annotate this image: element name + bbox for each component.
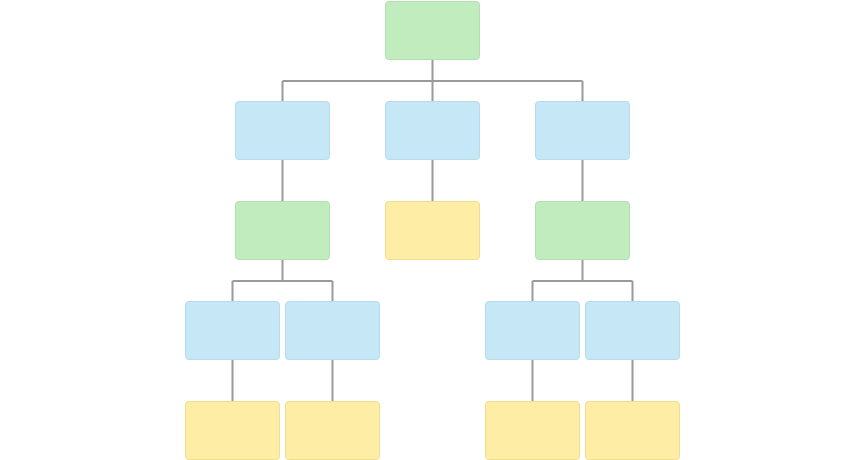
node-l2-left[interactable] bbox=[235, 201, 330, 260]
node-l3-2[interactable] bbox=[285, 301, 380, 360]
node-l2-right[interactable] bbox=[535, 201, 630, 260]
node-l2-middle[interactable] bbox=[385, 201, 480, 260]
node-l1-middle[interactable] bbox=[385, 101, 480, 160]
node-l3-3[interactable] bbox=[485, 301, 580, 360]
node-l4-3[interactable] bbox=[485, 401, 580, 460]
node-l3-1[interactable] bbox=[185, 301, 280, 360]
node-l1-right[interactable] bbox=[535, 101, 630, 160]
node-l1-left[interactable] bbox=[235, 101, 330, 160]
node-l3-4[interactable] bbox=[585, 301, 680, 360]
node-l4-2[interactable] bbox=[285, 401, 380, 460]
node-l4-1[interactable] bbox=[185, 401, 280, 460]
node-root[interactable] bbox=[385, 1, 480, 60]
node-l4-4[interactable] bbox=[585, 401, 680, 460]
